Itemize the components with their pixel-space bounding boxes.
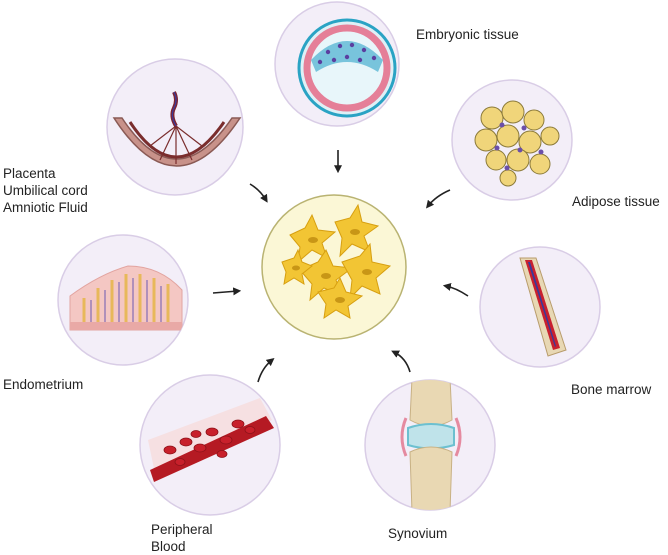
label-line: Embryonic tissue xyxy=(416,27,519,42)
blastocyst-icon xyxy=(274,1,400,127)
label-line: Placenta xyxy=(3,166,56,181)
label-line: Blood xyxy=(151,539,186,554)
bone-icon xyxy=(479,246,601,368)
arrow-bone-marrow xyxy=(442,283,469,297)
label-line: Umbilical cord xyxy=(3,183,88,198)
mesenchymal-stem-cells-icon xyxy=(261,194,407,340)
label-placenta: Placenta Umbilical cord Amniotic Fluid xyxy=(3,165,88,216)
arrow-peripheral-blood xyxy=(257,358,275,383)
label-line: Adipose tissue xyxy=(572,194,660,209)
label-line: Synovium xyxy=(388,526,448,541)
label-line: Peripheral xyxy=(151,522,213,537)
placenta-icon xyxy=(106,58,244,196)
label-line: Endometrium xyxy=(3,377,84,392)
label-embryonic: Embryonic tissue xyxy=(416,26,519,43)
joint-icon xyxy=(364,379,496,511)
arrow-placenta xyxy=(249,183,268,203)
label-peripheral-blood: Peripheral Blood xyxy=(151,521,213,555)
arrow-synovium xyxy=(391,350,411,373)
label-endometrium: Endometrium xyxy=(3,376,83,393)
label-synovium: Synovium xyxy=(388,525,447,542)
arrow-adipose xyxy=(426,189,451,209)
endometrium-icon xyxy=(57,234,189,366)
label-bone-marrow: Bone marrow xyxy=(571,381,651,398)
label-line: Amniotic Fluid xyxy=(3,200,88,215)
label-adipose: Adipose tissue xyxy=(572,193,660,210)
label-line: Bone marrow xyxy=(571,382,652,397)
arrow-endometrium xyxy=(212,287,242,296)
fat-cells-icon xyxy=(451,79,573,201)
blood-vessel-icon xyxy=(139,374,281,516)
